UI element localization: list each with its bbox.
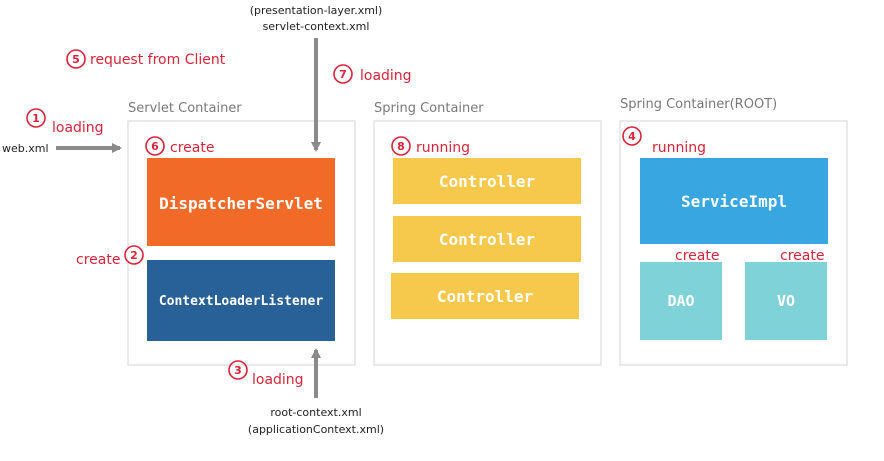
controller-label-3: Controller xyxy=(437,287,533,306)
service-impl-label: ServiceImpl xyxy=(681,192,787,211)
step-6-annotation: 6 create xyxy=(145,136,214,156)
web-xml-label: web.xml xyxy=(2,142,49,155)
step-5-number: 5 xyxy=(72,53,80,66)
controller-box-2: Controller xyxy=(393,216,581,262)
spring-container xyxy=(373,120,602,366)
controller-label-1: Controller xyxy=(439,172,535,191)
step-7-circle xyxy=(333,64,353,84)
application-context-xml-label: (applicationContext.xml) xyxy=(248,423,384,436)
controller-box-3: Controller xyxy=(391,273,579,319)
controller-box-1: Controller xyxy=(393,158,581,204)
spring-container-title: Spring Container xyxy=(374,101,484,116)
step-4-circle xyxy=(622,126,642,146)
step-6-text: create xyxy=(170,140,214,156)
step-4-text: running xyxy=(652,140,706,156)
vo-create-text: create xyxy=(780,248,824,264)
step-7-annotation: 7 loading xyxy=(333,64,412,84)
context-loader-listener-rect xyxy=(147,260,335,341)
step-2-text: create xyxy=(76,252,120,268)
step-2-number: 2 xyxy=(130,249,138,262)
step-2-annotation: create 2 xyxy=(76,245,144,268)
dao-box: DAO xyxy=(640,262,722,340)
step-3-text: loading xyxy=(252,372,304,388)
step-8-text: running xyxy=(416,140,470,156)
controller-rect-3 xyxy=(391,273,579,319)
service-impl-rect xyxy=(640,158,828,244)
step-2-circle xyxy=(124,245,144,265)
step-3-circle xyxy=(228,360,248,380)
step-7-number: 7 xyxy=(339,68,347,81)
context-loader-listener-box: ContextLoaderListener xyxy=(147,260,335,341)
spring-container-root xyxy=(619,120,848,366)
step-3-number: 3 xyxy=(234,364,242,377)
vo-label: VO xyxy=(777,292,795,310)
dao-label: DAO xyxy=(667,292,694,310)
step-8-number: 8 xyxy=(397,140,405,153)
step-4-number: 4 xyxy=(628,130,636,143)
step-1-annotation: 1 loading xyxy=(26,108,104,136)
step-1-number: 1 xyxy=(32,112,40,125)
context-loader-listener-label: ContextLoaderListener xyxy=(159,294,324,309)
root-context-xml-label: root-context.xml xyxy=(270,406,361,419)
dispatcher-servlet-box: DispatcherServlet xyxy=(147,158,335,246)
controller-rect-1 xyxy=(393,158,581,204)
vo-box: VO xyxy=(745,262,827,340)
step-6-number: 6 xyxy=(151,140,159,153)
step-8-circle xyxy=(391,136,411,156)
step-5-circle xyxy=(66,49,86,69)
controller-rect-2 xyxy=(393,216,581,262)
servlet-container-title: Servlet Container xyxy=(128,101,242,116)
step-5-annotation: 5 request from Client xyxy=(66,49,226,69)
dao-create-text: create xyxy=(675,248,719,264)
vo-rect xyxy=(745,262,827,340)
servlet-container xyxy=(127,120,356,366)
presentation-layer-xml-label: (presentation-layer.xml) xyxy=(250,4,383,17)
step-7-text: loading xyxy=(360,68,412,84)
step-5-text: request from Client xyxy=(90,52,226,68)
dispatcher-servlet-label: DispatcherServlet xyxy=(159,194,323,213)
service-impl-box: ServiceImpl xyxy=(640,158,828,244)
dao-rect xyxy=(640,262,722,340)
step-1-text: loading xyxy=(52,120,104,136)
controller-label-2: Controller xyxy=(439,230,535,249)
step-4-annotation: 4 running xyxy=(622,126,706,156)
step-3-annotation: 3 loading xyxy=(228,360,304,388)
step-6-circle xyxy=(145,136,165,156)
dispatcher-servlet-rect xyxy=(147,158,335,246)
servlet-context-xml-label: servlet-context.xml xyxy=(263,20,370,33)
step-8-annotation: 8 running xyxy=(391,136,470,156)
step-1-circle xyxy=(26,108,46,128)
spring-container-root-title: Spring Container(ROOT) xyxy=(620,97,777,112)
